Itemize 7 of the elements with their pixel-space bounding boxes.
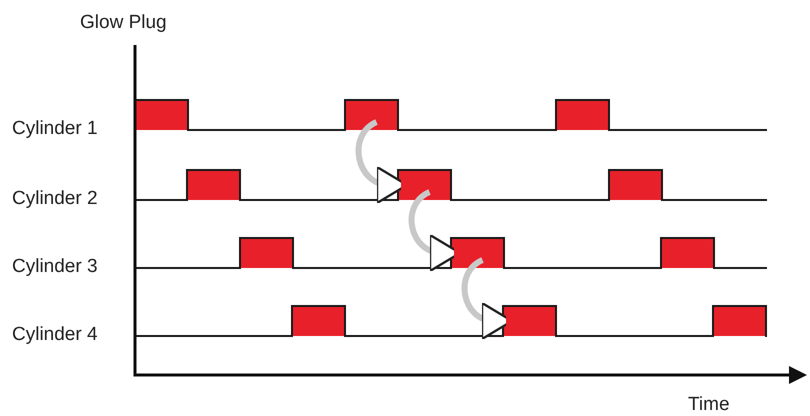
axis-title: Glow Plug xyxy=(80,12,167,34)
pulse-bar xyxy=(503,306,556,336)
row-label: Cylinder 1 xyxy=(12,118,98,140)
axis-title: Time xyxy=(688,394,730,416)
row-label: Cylinder 4 xyxy=(12,324,98,346)
row-label: Cylinder 3 xyxy=(12,256,98,278)
row-label: Cylinder 2 xyxy=(12,188,98,210)
